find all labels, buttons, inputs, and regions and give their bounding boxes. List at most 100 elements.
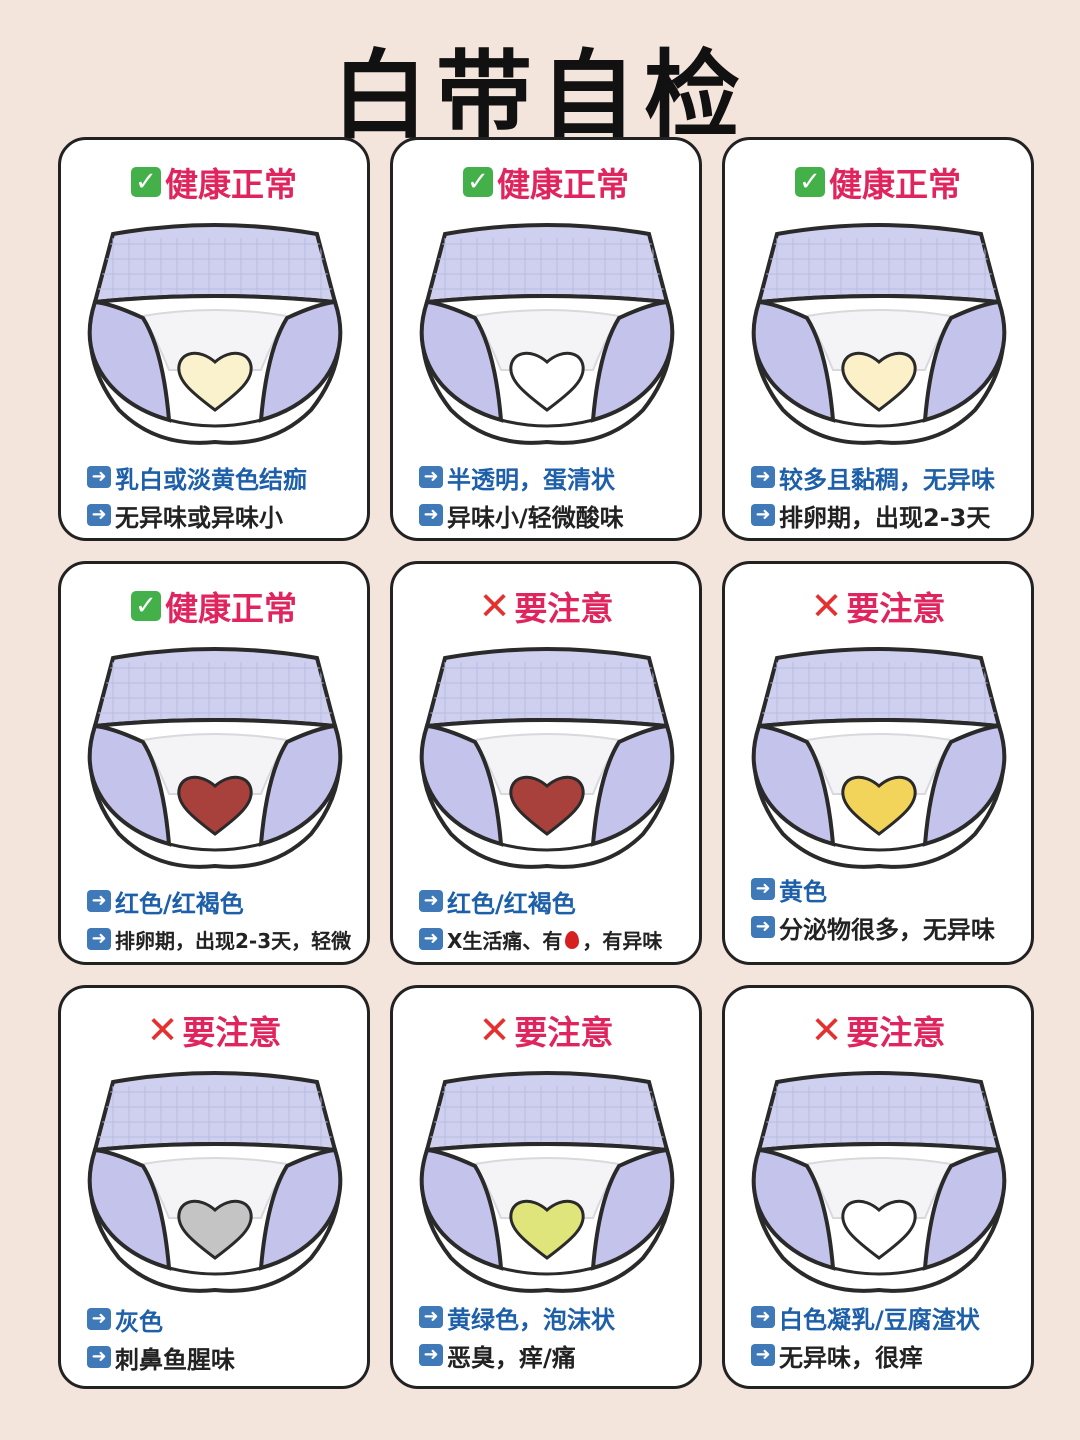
underwear-illustration bbox=[419, 647, 675, 869]
card-2: ✓健康正常 ➜半透明，蛋清状 ➜异味小/轻微酸味 bbox=[390, 137, 702, 541]
desc-line-2: ➜排卵期，出现2-3天 bbox=[751, 496, 1027, 534]
desc-text: 排卵期，出现2-3天，轻微 bbox=[115, 928, 352, 953]
desc-line-2: ➜排卵期，出现2-3天，轻微 bbox=[87, 920, 363, 958]
arrow-right-icon: ➜ bbox=[751, 1306, 775, 1328]
status-label: 健康正常 bbox=[165, 165, 297, 204]
arrow-right-icon: ➜ bbox=[87, 504, 111, 526]
card-5: ✕要注意 ➜红色/红褐色 ➜X生活痛、有 ，有异味 bbox=[390, 561, 702, 965]
page-title: 白带自检 bbox=[332, 40, 748, 152]
cross-icon: ✕ bbox=[810, 584, 843, 628]
status-label: 要注意 bbox=[182, 1013, 282, 1052]
status-header: ✓健康正常 bbox=[61, 582, 367, 630]
blood-drop-icon bbox=[565, 931, 580, 949]
desc-text: 排卵期，出现2-3天 bbox=[779, 503, 991, 532]
description: ➜较多且黏稠，无异味 ➜排卵期，出现2-3天 bbox=[751, 458, 1027, 534]
arrow-right-icon: ➜ bbox=[751, 878, 775, 900]
arrow-right-icon: ➜ bbox=[751, 466, 775, 488]
arrow-right-icon: ➜ bbox=[87, 1308, 111, 1330]
desc-text: 无异味，很痒 bbox=[779, 1343, 923, 1372]
description: ➜灰色 ➜刺鼻鱼腥味 bbox=[87, 1300, 363, 1376]
desc-text: 半透明，蛋清状 bbox=[447, 465, 615, 494]
desc-text: 分泌物很多，无异味 bbox=[779, 915, 995, 944]
card-6: ✕要注意 ➜黄色 ➜分泌物很多，无异味 bbox=[722, 561, 1034, 965]
desc-text: 黄绿色，泡沫状 bbox=[447, 1305, 615, 1334]
desc-line-1: ➜白色凝乳/豆腐渣状 bbox=[751, 1298, 1027, 1336]
desc-text: 无异味或异味小 bbox=[115, 503, 283, 532]
status-label: 要注意 bbox=[514, 589, 614, 628]
status-header: ✓健康正常 bbox=[725, 158, 1031, 206]
status-header: ✕要注意 bbox=[393, 1006, 699, 1054]
arrow-right-icon: ➜ bbox=[87, 928, 111, 950]
underwear-illustration bbox=[419, 223, 675, 445]
status-label: 健康正常 bbox=[497, 165, 629, 204]
desc-text: 黄色 bbox=[779, 877, 827, 906]
desc-line-1: ➜乳白或淡黄色结痂 bbox=[87, 458, 363, 496]
arrow-right-icon: ➜ bbox=[419, 1344, 443, 1366]
status-label: 健康正常 bbox=[165, 589, 297, 628]
desc-line-1: ➜黄绿色，泡沫状 bbox=[419, 1298, 695, 1336]
arrow-right-icon: ➜ bbox=[419, 466, 443, 488]
desc-text: 白色凝乳/豆腐渣状 bbox=[779, 1305, 980, 1334]
arrow-right-icon: ➜ bbox=[419, 504, 443, 526]
desc-line-2: ➜刺鼻鱼腥味 bbox=[87, 1338, 363, 1376]
desc-text: 乳白或淡黄色结痂 bbox=[115, 465, 307, 494]
desc-text: 恶臭，痒/痛 bbox=[447, 1343, 576, 1372]
arrow-right-icon: ➜ bbox=[751, 916, 775, 938]
desc-text: ，有异味 bbox=[582, 928, 663, 953]
arrow-right-icon: ➜ bbox=[87, 466, 111, 488]
status-header: ✕要注意 bbox=[61, 1006, 367, 1054]
desc-line-1: ➜红色/红褐色 bbox=[87, 882, 363, 920]
card-9: ✕要注意 ➜白色凝乳/豆腐渣状 ➜无异味，很痒 bbox=[722, 985, 1034, 1389]
description: ➜红色/红褐色 ➜X生活痛、有 ，有异味 bbox=[419, 882, 695, 958]
card-3: ✓健康正常 ➜较多且黏稠，无异味 ➜排卵期，出现2-3天 bbox=[722, 137, 1034, 541]
cross-icon: ✕ bbox=[478, 1008, 511, 1052]
arrow-right-icon: ➜ bbox=[419, 928, 443, 950]
desc-text: X生活痛、有 bbox=[447, 928, 563, 953]
underwear-illustration bbox=[751, 223, 1007, 445]
desc-line-1: ➜半透明，蛋清状 bbox=[419, 458, 695, 496]
desc-text: 较多且黏稠，无异味 bbox=[779, 465, 995, 494]
desc-line-1: ➜较多且黏稠，无异味 bbox=[751, 458, 1027, 496]
description: ➜乳白或淡黄色结痂 ➜无异味或异味小 bbox=[87, 458, 363, 534]
arrow-right-icon: ➜ bbox=[419, 890, 443, 912]
underwear-illustration bbox=[87, 1071, 343, 1293]
status-label: 要注意 bbox=[846, 589, 946, 628]
desc-text: 异味小/轻微酸味 bbox=[447, 503, 624, 532]
card-8: ✕要注意 ➜黄绿色，泡沫状 ➜恶臭，痒/痛 bbox=[390, 985, 702, 1389]
arrow-right-icon: ➜ bbox=[87, 1346, 111, 1368]
desc-text: 红色/红褐色 bbox=[447, 889, 576, 918]
underwear-illustration bbox=[87, 223, 343, 445]
card-grid: ✓健康正常 ➜乳白或淡黄色结痂 ➜无异味或异味小 ✓健康正常 bbox=[58, 137, 1034, 1389]
description: ➜红色/红褐色 ➜排卵期，出现2-3天，轻微 bbox=[87, 882, 363, 958]
underwear-illustration bbox=[87, 647, 343, 869]
status-label: 健康正常 bbox=[829, 165, 961, 204]
description: ➜半透明，蛋清状 ➜异味小/轻微酸味 bbox=[419, 458, 695, 534]
check-icon: ✓ bbox=[131, 591, 161, 621]
desc-line-1: ➜红色/红褐色 bbox=[419, 882, 695, 920]
desc-line-2: ➜X生活痛、有 ，有异味 bbox=[419, 920, 695, 958]
desc-text: 灰色 bbox=[115, 1307, 163, 1336]
description: ➜白色凝乳/豆腐渣状 ➜无异味，很痒 bbox=[751, 1298, 1027, 1374]
desc-line-2: ➜异味小/轻微酸味 bbox=[419, 496, 695, 534]
status-header: ✕要注意 bbox=[725, 1006, 1031, 1054]
desc-text: 刺鼻鱼腥味 bbox=[115, 1345, 235, 1374]
arrow-right-icon: ➜ bbox=[419, 1306, 443, 1328]
check-icon: ✓ bbox=[463, 167, 493, 197]
cross-icon: ✕ bbox=[478, 584, 511, 628]
status-label: 要注意 bbox=[846, 1013, 946, 1052]
status-header: ✓健康正常 bbox=[393, 158, 699, 206]
description: ➜黄绿色，泡沫状 ➜恶臭，痒/痛 bbox=[419, 1298, 695, 1374]
desc-line-2: ➜无异味，很痒 bbox=[751, 1336, 1027, 1374]
status-header: ✕要注意 bbox=[725, 582, 1031, 630]
cross-icon: ✕ bbox=[146, 1008, 179, 1052]
arrow-right-icon: ➜ bbox=[751, 504, 775, 526]
arrow-right-icon: ➜ bbox=[751, 1344, 775, 1366]
description: ➜黄色 ➜分泌物很多，无异味 bbox=[751, 870, 1027, 946]
underwear-illustration bbox=[751, 1071, 1007, 1293]
status-header: ✓健康正常 bbox=[61, 158, 367, 206]
underwear-illustration bbox=[751, 647, 1007, 869]
card-1: ✓健康正常 ➜乳白或淡黄色结痂 ➜无异味或异味小 bbox=[58, 137, 370, 541]
card-4: ✓健康正常 ➜红色/红褐色 ➜排卵期，出现2-3天，轻微 bbox=[58, 561, 370, 965]
status-label: 要注意 bbox=[514, 1013, 614, 1052]
card-7: ✕要注意 ➜灰色 ➜刺鼻鱼腥味 bbox=[58, 985, 370, 1389]
